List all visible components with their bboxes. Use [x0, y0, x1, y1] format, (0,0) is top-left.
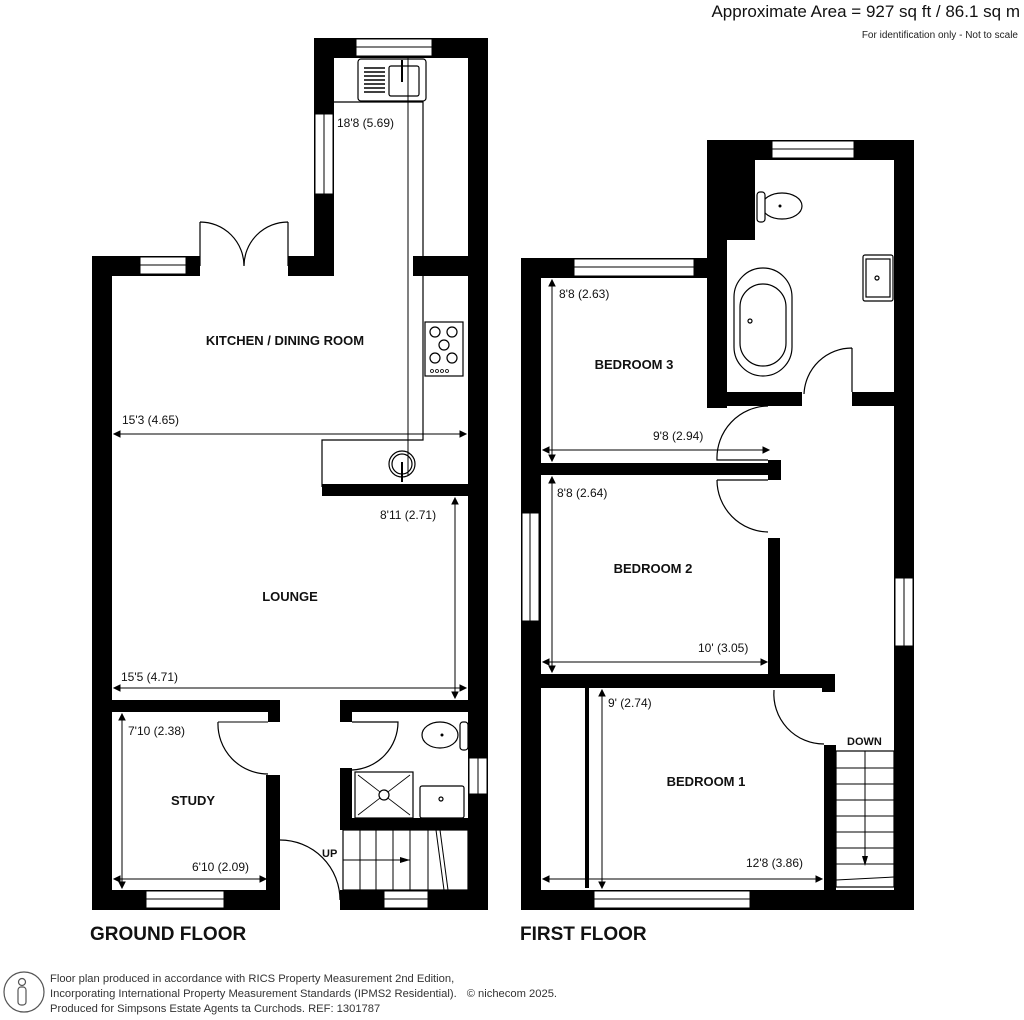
- dim-lounge-width: 15'5 (4.71): [121, 670, 178, 684]
- wc-basin-icon: [419, 785, 465, 819]
- ground-floor-plan: KITCHEN / DINING ROOM 18'8 (5.69) 15'3 (…: [90, 38, 488, 945]
- room-label-study: STUDY: [171, 793, 215, 808]
- bath-toilet-icon: [761, 192, 803, 220]
- ipms-person-icon: [3, 971, 45, 1013]
- dim-lounge-length: 8'11 (2.71): [380, 508, 436, 522]
- study-door-swing-icon: [217, 721, 269, 775]
- footer-line-1: Floor plan produced in accordance with R…: [50, 973, 455, 985]
- footer-line-2: Incorporating International Property Mea…: [50, 988, 457, 1000]
- dim-bedroom1-length: 9' (2.74): [608, 696, 652, 710]
- dim-bedroom3-length: 8'8 (2.63): [559, 287, 609, 301]
- french-doors-icon: [199, 221, 289, 267]
- room-label-bedroom2: BEDROOM 2: [614, 561, 693, 576]
- dimension-lines-first: [541, 278, 824, 890]
- room-label-bedroom1: BEDROOM 1: [667, 774, 746, 789]
- first-floor-label: FIRST FLOOR: [520, 924, 647, 945]
- footer-line-3: Produced for Simpsons Estate Agents ta C…: [50, 1003, 381, 1015]
- footer-disclaimer: Floor plan produced in accordance with R…: [50, 972, 557, 1017]
- dim-kitchen-length: 18'8 (5.69): [337, 116, 394, 130]
- bathroom-door-swing-icon: [803, 347, 853, 395]
- not-to-scale-note: For identification only - Not to scale: [861, 30, 1018, 41]
- dim-study-width: 6'10 (2.09): [192, 860, 249, 874]
- first-floor-plan: BEDROOM 3 8'8 (2.63) 9'8 (2.94) BEDROOM …: [520, 140, 914, 945]
- bedroom1-door-swing-icon: [773, 689, 825, 745]
- dim-study-length: 7'10 (2.38): [128, 724, 185, 738]
- nichecom-brand: © nichecom 2025.: [466, 988, 558, 1000]
- dim-bedroom2-width: 10' (3.05): [698, 641, 748, 655]
- stairs-up-icon: [342, 829, 469, 891]
- dim-kitchen-width: 15'3 (4.65): [122, 413, 179, 427]
- stairs-up-label: UP: [322, 848, 337, 860]
- dimension-lines-ground: [112, 430, 468, 890]
- room-label-kitchen-dining: KITCHEN / DINING ROOM: [206, 333, 364, 348]
- approximate-area-title: Approximate Area = 927 sq ft / 86.1 sq m: [711, 2, 1020, 21]
- stairs-down-icon: [835, 750, 895, 888]
- bedroom3-door-swing-icon: [716, 405, 769, 461]
- dim-bedroom2-length: 8'8 (2.64): [557, 486, 607, 500]
- dim-bedroom1-width: 12'8 (3.86): [746, 856, 803, 870]
- dim-bedroom3-width: 9'8 (2.94): [653, 429, 703, 443]
- front-door-swing-icon: [279, 839, 341, 901]
- bedroom2-door-swing-icon: [716, 479, 769, 533]
- room-label-bedroom3: BEDROOM 3: [595, 357, 674, 372]
- room-label-lounge: LOUNGE: [262, 589, 318, 604]
- ground-floor-label: GROUND FLOOR: [90, 924, 246, 945]
- stairs-down-label: DOWN: [847, 736, 882, 748]
- wc-door-swing-icon: [351, 721, 399, 771]
- toilet-icon: [421, 721, 459, 749]
